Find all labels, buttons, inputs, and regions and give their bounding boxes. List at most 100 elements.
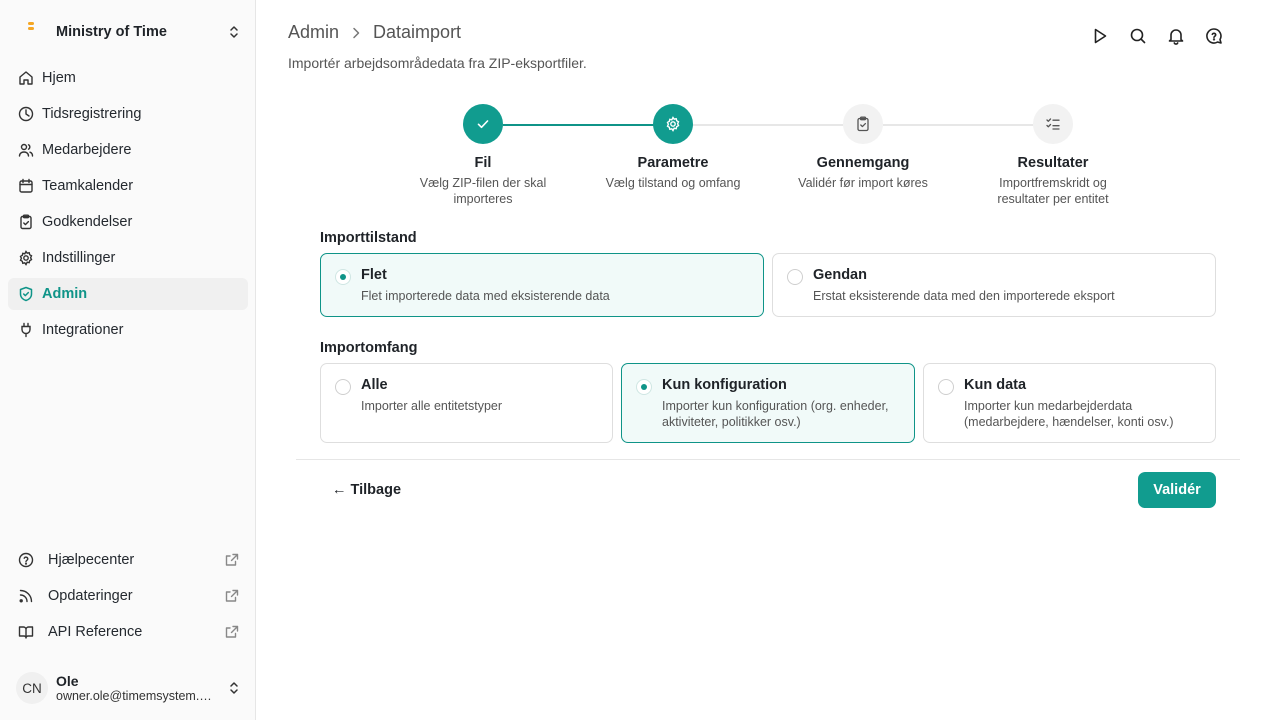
gear-icon (666, 116, 680, 132)
import-stepper: Fil Vælg ZIP-filen der skal importeres P… (386, 104, 1184, 214)
nav-item-label: API Reference (48, 624, 143, 640)
step-gennemgang[interactable]: Gennemgang Validér før import køres (788, 104, 938, 191)
scope-option-alle[interactable]: Alle Importer alle entitetstyper (320, 363, 613, 443)
nav-item-label: Admin (42, 286, 88, 302)
back-button[interactable]: ← Tilbage (332, 482, 402, 498)
step-resultater[interactable]: Resultater Importfremskridt og resultate… (978, 104, 1128, 207)
step-circle-todo (843, 104, 883, 144)
home-icon (19, 71, 33, 85)
option-title: Gendan (813, 267, 867, 283)
help-chat-icon[interactable] (1204, 26, 1224, 46)
external-link-icon (225, 625, 239, 638)
help-circle-icon (18, 552, 34, 568)
nav-item-medarbejdere[interactable]: Medarbejdere (8, 134, 248, 166)
calendar-icon (19, 178, 33, 193)
option-title: Flet (361, 267, 387, 283)
shield-check-icon (19, 286, 33, 302)
nav-item-label: Hjem (42, 70, 76, 86)
breadcrumb-admin[interactable]: Admin (288, 22, 340, 42)
mode-option-flet[interactable]: Flet Flet importerede data med eksistere… (320, 253, 764, 317)
sidebar: Ministry of Time Hjem Tidsregistrering M… (0, 0, 256, 720)
import-mode-label: Importtilstand (320, 230, 417, 246)
nav-item-admin[interactable]: Admin (8, 278, 248, 310)
nav-item-updates[interactable]: Opdateringer (8, 580, 248, 612)
search-icon[interactable] (1128, 26, 1148, 46)
validate-button[interactable]: Validér (1138, 472, 1216, 508)
scope-option-kun-konfiguration[interactable]: Kun konfiguration Importer kun konfigura… (621, 363, 915, 443)
step-fil[interactable]: Fil Vælg ZIP-filen der skal importeres (408, 104, 558, 207)
external-link-icon (225, 589, 239, 602)
org-switcher[interactable]: Ministry of Time (18, 12, 246, 52)
chevron-up-down-icon (230, 682, 238, 694)
rss-icon (19, 589, 33, 603)
step-title: Fil (474, 155, 492, 171)
clock-icon (18, 106, 34, 122)
option-description: Importer alle entitetstyper (361, 399, 503, 413)
clipboard-check-icon (857, 116, 869, 132)
option-description: Importer kun konfiguration (org. enheder… (662, 399, 889, 429)
step-parametre[interactable]: Parametre Vælg tilstand og omfang (598, 104, 748, 191)
stepper-connector-done (503, 124, 655, 126)
user-menu[interactable]: CN Ole owner.ole@timemsystem.com (16, 668, 246, 708)
nav-item-label: Indstillinger (42, 250, 116, 266)
org-logo-icon (18, 18, 46, 46)
user-info: Ole owner.ole@timemsystem.com (56, 673, 226, 703)
nav-item-label: Opdateringer (48, 588, 133, 604)
option-description: Erstat eksisterende data med den importe… (813, 289, 1115, 303)
stepper-connector (883, 124, 1035, 126)
avatar: CN (16, 672, 48, 704)
users-icon (18, 143, 34, 157)
page-subtitle: Importér arbejdsområdedata fra ZIP-ekspo… (288, 55, 587, 71)
option-title: Kun konfiguration (662, 377, 787, 393)
clipboard-check-icon (20, 214, 32, 230)
import-scope-label: Importomfang (320, 340, 418, 356)
step-title: Parametre (637, 155, 709, 171)
step-circle-done (463, 104, 503, 144)
user-name: Ole (56, 673, 79, 689)
step-description: Validér før import køres (798, 176, 928, 190)
radio-selected[interactable] (636, 379, 652, 395)
top-toolbar (1090, 26, 1224, 46)
nav-item-label: Hjælpecenter (48, 552, 135, 568)
nav-item-api-reference[interactable]: API Reference (8, 616, 248, 648)
breadcrumb-current: Dataimport (373, 22, 462, 42)
option-description: Flet importerede data med eksisterende d… (361, 289, 610, 303)
gear-icon (19, 250, 33, 266)
option-title: Kun data (964, 377, 1027, 393)
bell-icon[interactable] (1166, 26, 1186, 46)
nav-item-hjem[interactable]: Hjem (8, 62, 248, 94)
mode-option-gendan[interactable]: Gendan Erstat eksisterende data med den … (772, 253, 1216, 317)
radio-selected[interactable] (335, 269, 351, 285)
nav-item-indstillinger[interactable]: Indstillinger (8, 242, 248, 274)
radio-unselected[interactable] (787, 269, 803, 285)
scope-option-kun-data[interactable]: Kun data Importer kun medarbejderdata (m… (923, 363, 1216, 443)
secondary-nav: Hjælpecenter Opdateringer API Reference (8, 544, 248, 652)
nav-item-teamkalender[interactable]: Teamkalender (8, 170, 248, 202)
nav-item-godkendelser[interactable]: Godkendelser (8, 206, 248, 238)
main-nav: Hjem Tidsregistrering Medarbejdere Teamk… (8, 62, 248, 350)
nav-item-help-center[interactable]: Hjælpecenter (8, 544, 248, 576)
nav-item-label: Medarbejdere (42, 142, 132, 158)
option-description: Importer kun medarbejderdata (medarbejde… (964, 399, 1174, 429)
radio-unselected[interactable] (335, 379, 351, 395)
step-description: Importfremskridt og resultater per entit… (997, 176, 1109, 206)
footer-divider (296, 459, 1240, 460)
org-name: Ministry of Time (56, 24, 167, 40)
step-circle-current (653, 104, 693, 144)
user-email: owner.ole@timemsystem.com (56, 689, 214, 703)
step-description: Vælg tilstand og omfang (605, 176, 741, 190)
nav-item-tidsregistrering[interactable]: Tidsregistrering (8, 98, 248, 130)
nav-item-integrationer[interactable]: Integrationer (8, 314, 248, 346)
nav-item-label: Tidsregistrering (42, 106, 142, 122)
external-link-icon (225, 553, 239, 566)
chevron-right-icon (353, 27, 360, 38)
radio-unselected[interactable] (938, 379, 954, 395)
nav-item-label: Godkendelser (42, 214, 133, 230)
play-icon[interactable] (1090, 26, 1110, 46)
book-open-icon (18, 626, 34, 639)
list-checks-icon (1046, 118, 1060, 130)
step-title: Gennemgang (816, 155, 910, 171)
nav-item-label: Integrationer (42, 322, 124, 338)
nav-item-label: Teamkalender (42, 178, 134, 194)
plug-icon (21, 322, 31, 338)
